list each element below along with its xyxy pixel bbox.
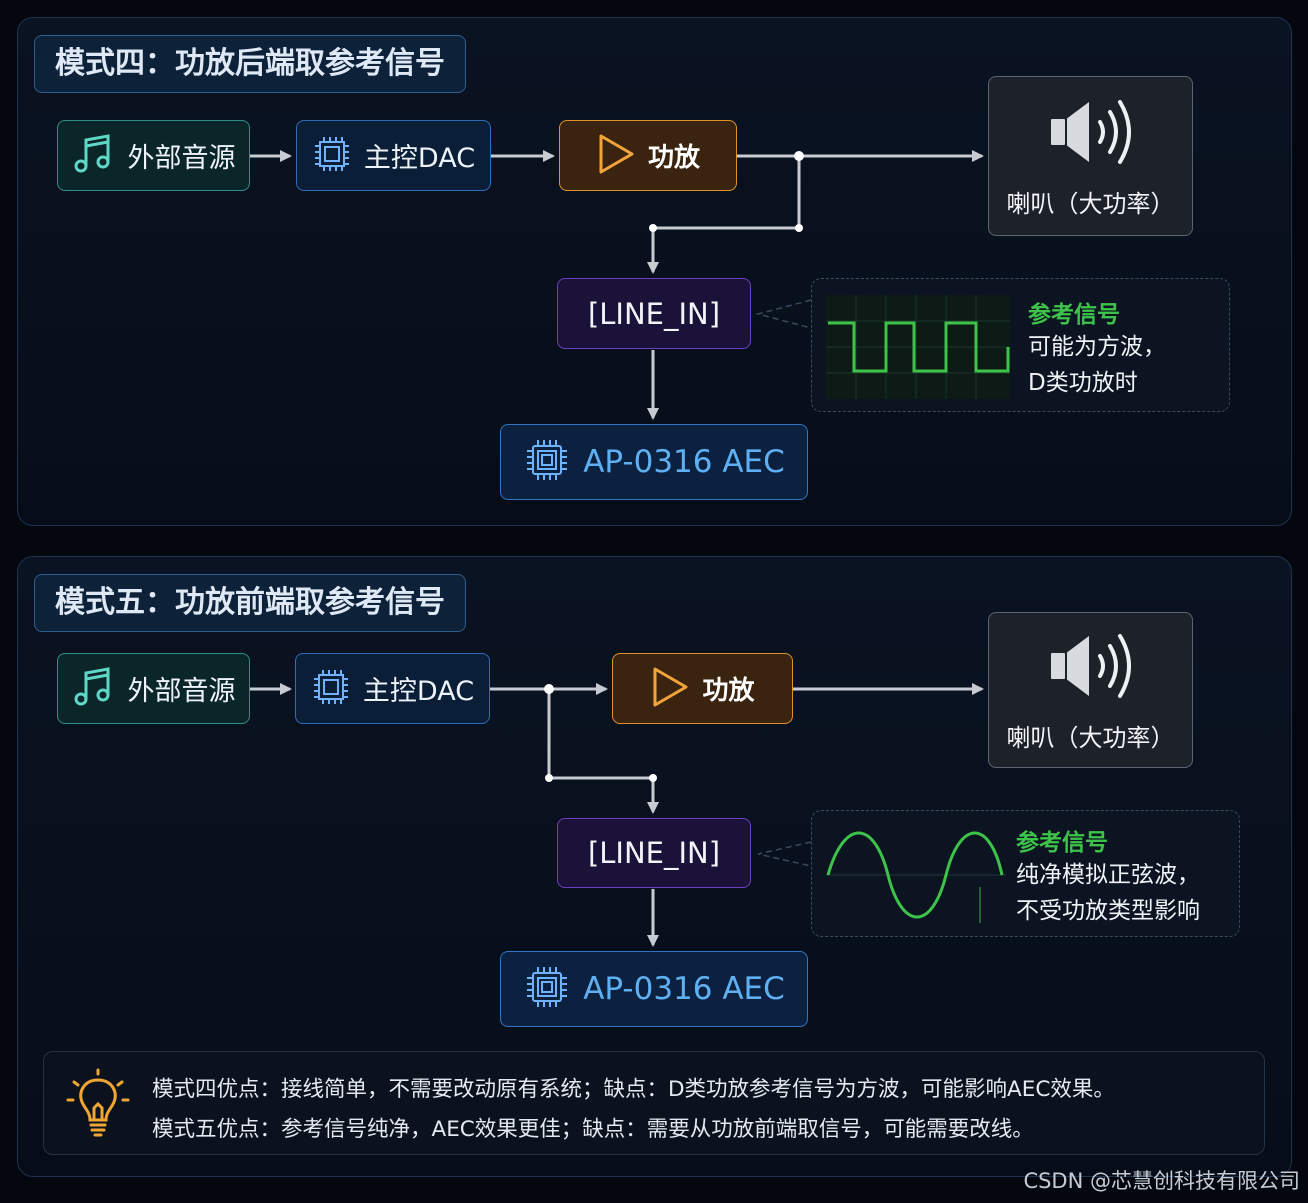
m4-amp-label: 功放 xyxy=(647,143,700,173)
m4-amp-node: 功放 xyxy=(559,120,737,191)
speaker-icon xyxy=(1046,628,1136,708)
m5-source-node: 外部音源 xyxy=(57,653,250,724)
music-note-icon xyxy=(72,132,116,180)
m4-source-label: 外部音源 xyxy=(127,143,236,174)
m5-amp-node: 功放 xyxy=(612,653,793,724)
m5-linein-node: [LINE_IN] xyxy=(557,818,751,888)
m5-dac-node: 主控DAC xyxy=(295,653,490,724)
m5-dac-label: 主控DAC xyxy=(362,676,475,707)
m5-speaker-node: 喇叭（大功率） xyxy=(988,612,1193,768)
m4-wire-tap xyxy=(647,156,801,274)
summary-note: 模式四优点：接线简单，不需要改动原有系统；缺点：D类功放参考信号为方波，可能影响… xyxy=(43,1051,1265,1155)
chip-icon xyxy=(312,134,352,178)
m5-junction-dot xyxy=(544,684,554,694)
m5-linein-label: [LINE_IN] xyxy=(587,836,721,870)
play-triangle-icon xyxy=(650,666,690,712)
mode4-title: 模式四：功放后端取参考信号 xyxy=(34,35,466,93)
processor-chip-icon xyxy=(523,436,571,488)
m5-ref-callout: 参考信号 纯净模拟正弦波， 不受功放类型影响 xyxy=(811,810,1240,937)
play-triangle-icon xyxy=(596,133,636,179)
sine-wave-icon xyxy=(826,831,1006,923)
chip-icon xyxy=(311,667,351,711)
m5-ref-title: 参考信号 xyxy=(1016,830,1108,856)
note-line-mode5: 模式五优点：参考信号纯净，AEC效果更佳；缺点：需要从功放前端取信号，可能需要改… xyxy=(152,1117,1034,1142)
processor-chip-icon xyxy=(523,963,571,1015)
m5-ref-line1: 纯净模拟正弦波， xyxy=(1016,862,1200,888)
m4-linein-label: [LINE_IN] xyxy=(587,296,721,331)
m5-amp-label: 功放 xyxy=(702,676,755,706)
square-wave-icon xyxy=(826,295,1010,399)
m4-speaker-node: 喇叭（大功率） xyxy=(988,76,1193,236)
m4-source-node: 外部音源 xyxy=(57,120,250,191)
m4-aec-label: AP-0316 AEC xyxy=(583,444,785,480)
m4-ref-line1: 可能为方波， xyxy=(1028,334,1166,360)
m4-callout-pointer xyxy=(755,299,812,329)
speaker-icon xyxy=(1046,94,1136,174)
m5-ref-line2: 不受功放类型影响 xyxy=(1016,898,1200,924)
m5-speaker-label: 喇叭（大功率） xyxy=(1006,723,1175,752)
m5-source-label: 外部音源 xyxy=(127,676,236,707)
watermark: CSDN @芯慧创科技有限公司 xyxy=(1023,1169,1300,1193)
m4-dac-node: 主控DAC xyxy=(296,120,491,191)
m4-dac-label: 主控DAC xyxy=(363,143,476,174)
mode5-title: 模式五：功放前端取参考信号 xyxy=(34,574,466,632)
m4-linein-node: [LINE_IN] xyxy=(557,278,751,349)
m5-callout-pointer xyxy=(757,841,812,867)
lightbulb-icon xyxy=(66,1068,130,1142)
music-note-icon xyxy=(72,665,116,713)
m4-ref-line2: D类功放时 xyxy=(1028,370,1138,396)
m5-aec-label: AP-0316 AEC xyxy=(583,971,785,1007)
m4-aec-node: AP-0316 AEC xyxy=(500,424,808,500)
m5-aec-node: AP-0316 AEC xyxy=(500,951,808,1027)
m5-wire-tap xyxy=(547,689,659,814)
m4-ref-callout: 参考信号 可能为方波， D类功放时 xyxy=(811,278,1230,412)
m4-ref-title: 参考信号 xyxy=(1028,302,1120,328)
m4-speaker-label: 喇叭（大功率） xyxy=(1006,189,1175,218)
m4-junction-dot xyxy=(794,151,804,161)
note-line-mode4: 模式四优点：接线简单，不需要改动原有系统；缺点：D类功放参考信号为方波，可能影响… xyxy=(152,1077,1115,1102)
